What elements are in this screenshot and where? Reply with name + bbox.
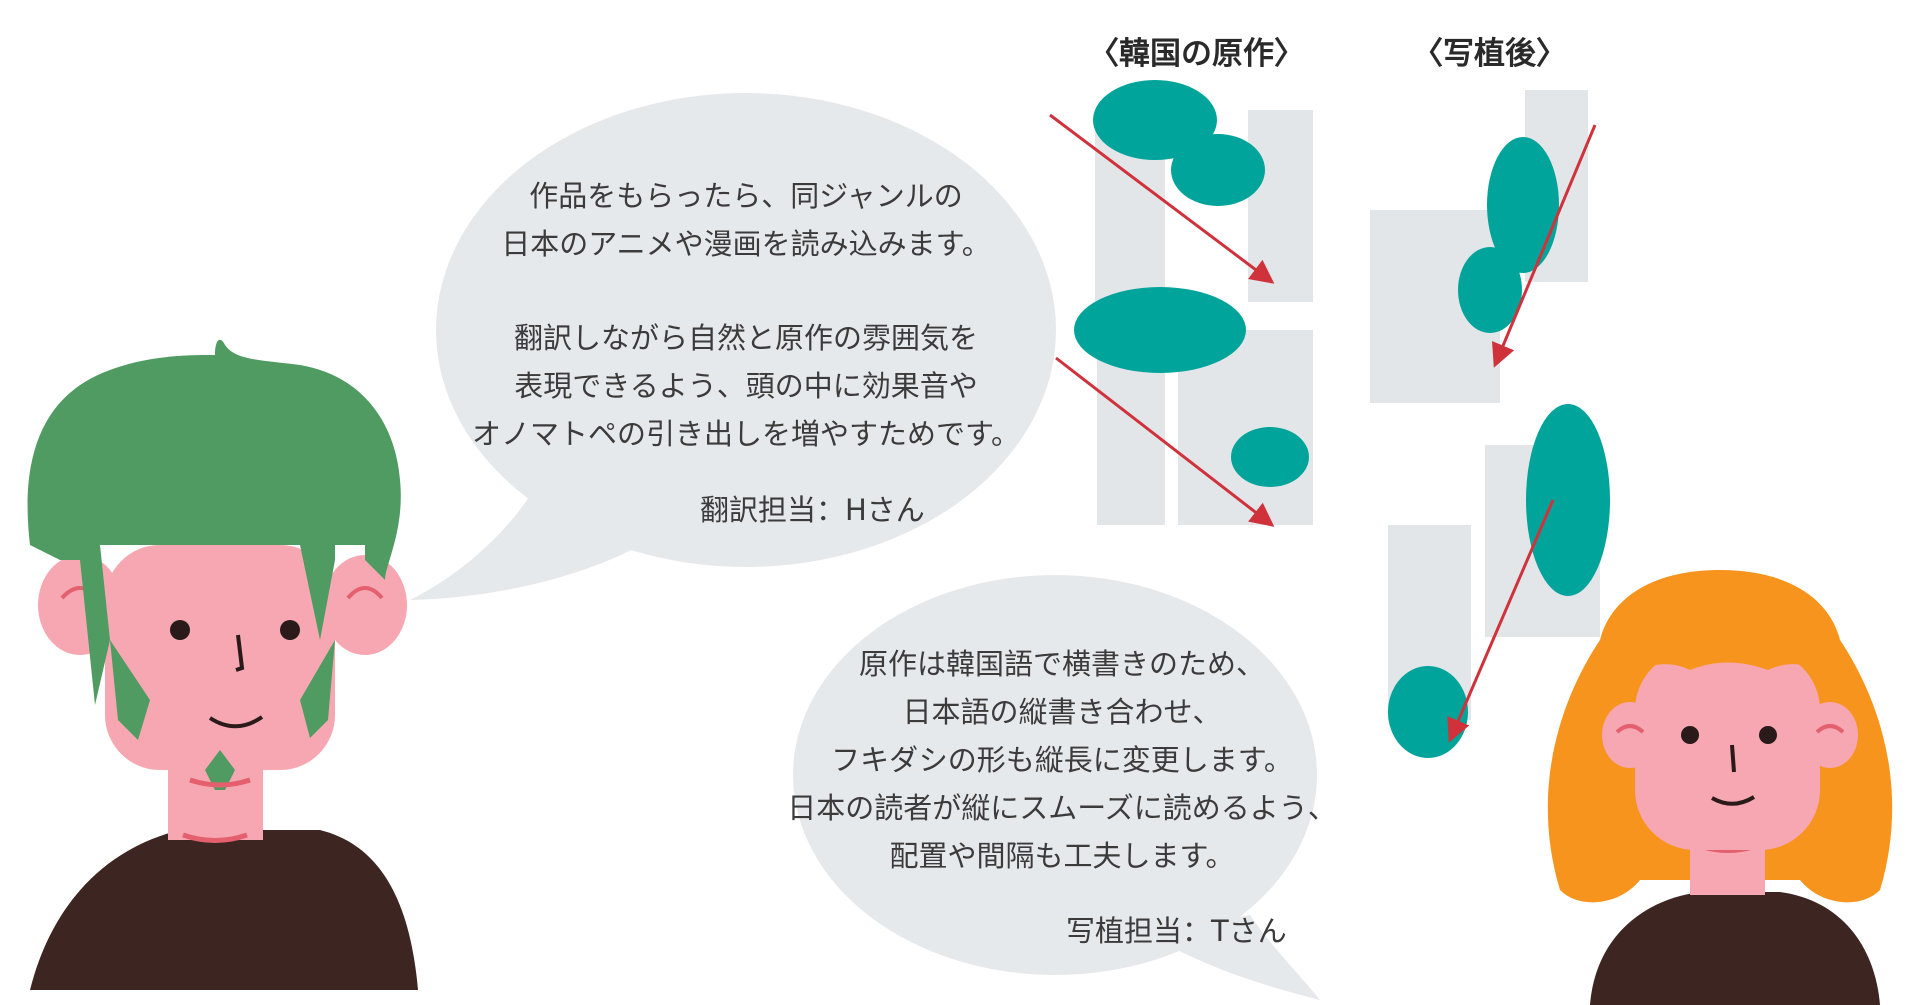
translator-hair [27, 339, 401, 705]
translator-quote-gap [436, 268, 1056, 314]
translator-ear-right [323, 555, 407, 655]
original-reading-arrow-1 [1049, 113, 1275, 284]
typesetter-ear-right [1802, 702, 1858, 768]
translator-quote-line: 作品をもらったら、同ジャンルの [529, 179, 963, 213]
translator-eye-left [170, 620, 190, 640]
original-balloon-1 [1093, 80, 1217, 160]
typesetter-bangs [1615, 620, 1840, 700]
typesetter-face [1635, 650, 1820, 850]
translator-smile [208, 715, 264, 729]
typeset-balloon-1 [1487, 137, 1559, 273]
translator-quote-line: 日本のアニメや漫画を読み込みます。 [501, 227, 991, 261]
translator-quote-line: 翻訳しながら自然と原作の雰囲気を [513, 321, 978, 355]
translator-speech-bubble [410, 93, 1056, 600]
typesetter-ear-left [1602, 702, 1658, 768]
typesetter-eye-right [1759, 726, 1777, 744]
translator-shirt [30, 830, 418, 990]
typesetter-quote-line: 日本の読者が縦にスムーズに読めるよう、 [787, 791, 1337, 825]
original-panel-2 [1248, 110, 1313, 302]
typeset-layout-diagram [1370, 90, 1610, 758]
typesetter-quote-line: 日本語の縦書き合わせ、 [902, 695, 1222, 729]
typesetter-signature: 写植担当：Tさん [1066, 914, 1287, 948]
translator-quote-line: 表現できるよう、頭の中に効果音や [514, 369, 978, 403]
typesetter-shirt [1590, 892, 1880, 1005]
translator-character [27, 339, 418, 990]
typesetter-quote-line: フキダシの形も縦長に変更します。 [831, 743, 1293, 777]
translator-signature: 翻訳担当：Hさん [700, 493, 925, 527]
typesetter-quote-line: 原作は韓国語で横書きのため、 [858, 647, 1265, 681]
original-balloon-3 [1074, 287, 1246, 373]
translator-quote-line: オノマトペの引き出しを増やすためです。 [471, 417, 1021, 451]
original-panel-3 [1097, 350, 1165, 525]
original-balloon-4 [1231, 427, 1309, 487]
typesetter-speech-bubble [793, 575, 1320, 1000]
typesetter-quote: 原作は韓国語で横書きのため、 日本語の縦書き合わせ、 フキダシの形も縦長に変更し… [782, 640, 1342, 880]
typeset-balloon-3 [1526, 404, 1610, 596]
typeset-reading-arrow-2 [1447, 499, 1555, 743]
original-layout-diagram [1049, 80, 1313, 527]
original-reading-arrow-2 [1055, 356, 1275, 527]
typesetter-smile [1711, 795, 1756, 806]
translator-eye-right [280, 620, 300, 640]
translator-face [105, 545, 335, 770]
typeset-balloon-2 [1458, 247, 1522, 333]
typesetter-eye-left [1681, 726, 1699, 744]
typeset-reading-arrow-1 [1492, 124, 1597, 368]
original-balloon-2 [1171, 134, 1265, 206]
typeset-layout-heading: 〈写植後〉 [1412, 36, 1567, 72]
translator-quote: 作品をもらったら、同ジャンルの 日本のアニメや漫画を読み込みます。 翻訳しながら… [436, 172, 1056, 458]
typesetter-quote-line: 配置や間隔も工夫します。 [889, 839, 1235, 873]
original-layout-heading: 〈韓国の原作〉 [1088, 36, 1305, 72]
typeset-balloon-4 [1388, 666, 1468, 758]
typesetter-character [1547, 570, 1893, 1005]
